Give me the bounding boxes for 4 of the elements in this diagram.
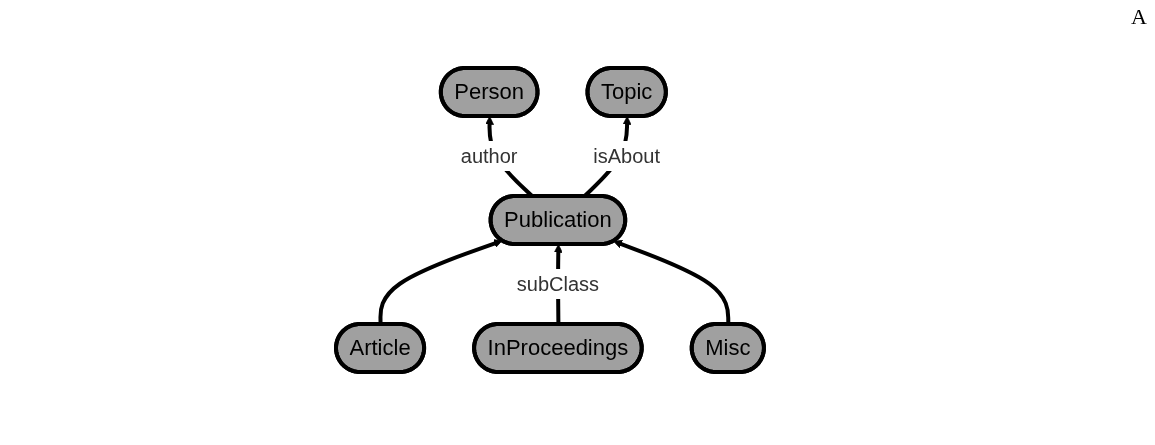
note-text: A bbox=[1131, 4, 1147, 30]
edge-label: isAbout bbox=[593, 145, 661, 167]
edge-label: subClass bbox=[516, 272, 600, 295]
edge-label: author bbox=[460, 145, 518, 167]
